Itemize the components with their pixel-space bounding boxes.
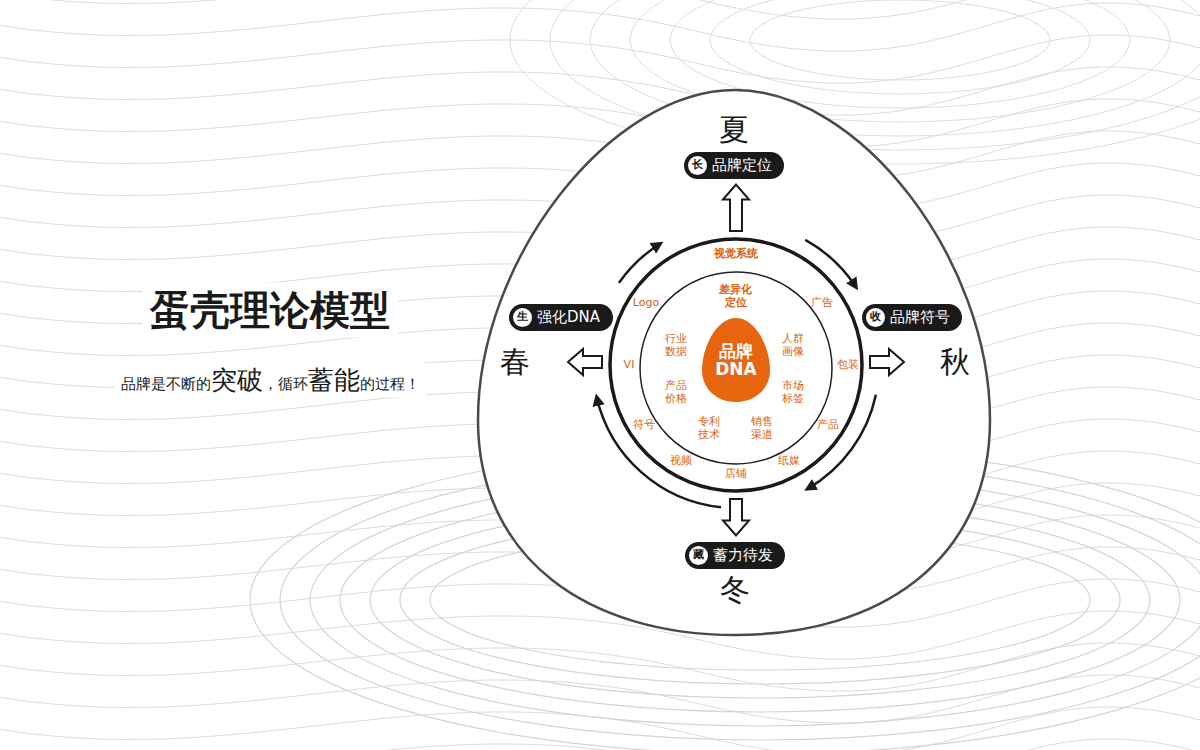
season-char: 春 (500, 344, 530, 380)
core-item: 人群 画像 (780, 332, 805, 358)
icon-char: 藏 (693, 548, 704, 561)
subtitle-part: 突破 (211, 363, 263, 398)
block-arrow (870, 349, 904, 375)
subtitle: 品牌是不断的突破，循环蓄能的过程！ (115, 363, 426, 398)
contour-ring (710, 0, 1090, 94)
pill-shape (685, 542, 785, 569)
inner-outline (640, 272, 832, 464)
stage-pill: 收秋品牌符号 (862, 304, 962, 331)
subtitle-part: 品牌是不断的 (121, 375, 211, 394)
stage-pill: 生春强化DNA (509, 304, 613, 331)
diagram-title: 蛋壳理论模型 (142, 283, 398, 338)
stage-icon: 藏 (689, 546, 708, 565)
dna-text: 品牌 DNA (714, 343, 758, 379)
season-char: 秋 (940, 344, 970, 380)
pill-shape (684, 152, 784, 179)
pill-label: 品牌定位 (712, 156, 772, 174)
ring-item: 广告 (811, 296, 833, 309)
contour-line (0, 3, 1200, 51)
positioning-circle: 品牌 DNA 差异化 定位行业 数据 人群 画像产品 价格 市场 标签专利 技术 销售 … (639, 271, 833, 465)
contour-ring (750, 0, 1050, 80)
ring-outline (610, 239, 862, 491)
egg-shell (478, 90, 990, 635)
season-char: 夏 (719, 112, 749, 148)
icon-disc (513, 308, 532, 327)
icon-char: 收 (870, 310, 881, 323)
contour-ring (280, 460, 1200, 740)
contour-line (0, 675, 1200, 723)
icon-disc (689, 546, 708, 565)
contour-line (0, 739, 1200, 750)
ring-item: 店铺 (725, 467, 747, 480)
ring-item: Logo (633, 296, 659, 309)
core-item: 行业 数据 (663, 332, 688, 358)
block-arrow (723, 499, 749, 536)
cycle-arrows (597, 240, 876, 507)
pill-shape (862, 304, 962, 331)
season-char: 冬 (720, 572, 750, 608)
core-item: 专利 技术 (696, 415, 721, 441)
stage-icon: 收 (866, 308, 885, 327)
stage-pill: 长夏品牌定位 (684, 152, 784, 179)
block-arrow (568, 349, 602, 375)
pill-label: 蓄力待发 (713, 546, 773, 564)
brand-dna-egg: 品牌 DNA (702, 318, 770, 402)
ring-item: 视频 (670, 454, 692, 467)
ring-item: 纸媒 (778, 454, 800, 467)
core-item: 产品 价格 (663, 379, 688, 405)
visual-system-ring: 品牌 DNA 差异化 定位行业 数据 人群 画像产品 价格 市场 标签专利 技术 销售 … (608, 237, 864, 493)
pill-label: 强化DNA (537, 308, 600, 326)
pill-label: 品牌符号 (890, 308, 950, 326)
icon-char: 长 (692, 158, 703, 171)
ring-item: VI (624, 358, 635, 371)
icon-disc (866, 308, 885, 327)
icon-char: 生 (517, 310, 528, 323)
ring-item: 产品 (817, 418, 839, 431)
contour-line (0, 611, 1200, 659)
ring-heading: 视觉系统 (714, 247, 758, 260)
contour-line (0, 643, 1200, 691)
icon-disc (688, 156, 707, 175)
subtitle-part: 的过程！ (360, 375, 420, 394)
block-arrow (723, 185, 749, 232)
egg-shape (702, 318, 770, 402)
ring-item: 符号 (633, 418, 655, 431)
core-heading: 差异化 定位 (717, 283, 754, 309)
core-item: 销售 渠道 (749, 415, 774, 441)
contour-line (0, 707, 1200, 750)
contour-line (0, 67, 1200, 115)
stage-icon: 长 (688, 156, 707, 175)
ring-item: 包装 (837, 358, 859, 371)
subtitle-part: ，循环 (263, 375, 308, 394)
contour-line (0, 35, 1200, 83)
stage-pill: 藏冬蓄力待发 (685, 542, 785, 569)
core-item: 市场 标签 (780, 379, 805, 405)
pill-shape (509, 304, 613, 331)
subtitle-part: 蓄能 (308, 363, 360, 398)
contour-line (0, 99, 1200, 147)
stage-icon: 生 (513, 308, 532, 327)
